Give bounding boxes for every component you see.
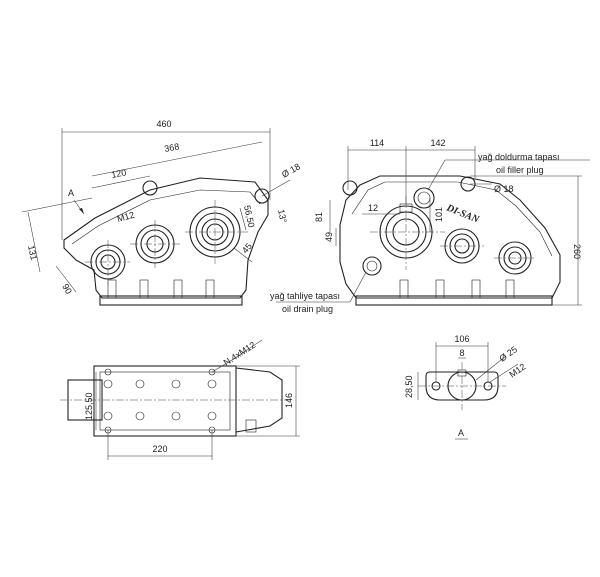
brand-logo: DI-SAN	[444, 202, 481, 226]
drain-label-tr: yağ tahliye tapası	[270, 291, 340, 301]
dim-m12-flange: M12	[507, 361, 527, 379]
drain-plug	[362, 256, 382, 276]
dim-146: 146	[284, 393, 294, 408]
dim-dia18-front: Ø 18	[280, 161, 302, 179]
dim-dia18-side: Ø 18	[494, 184, 514, 194]
front-view: 460 368 120 M12 A 131 90 Ø 18 56,50 13° …	[21, 119, 302, 306]
side-housing-outline	[339, 175, 561, 299]
dim-220: 220	[152, 444, 167, 454]
dim-114: 114	[370, 138, 384, 148]
dim-8: 8	[459, 348, 464, 358]
dim-12: 12	[368, 203, 378, 213]
dim-28-50: 28,50	[404, 375, 414, 398]
dim-56-50: 56,50	[242, 204, 256, 228]
dim-368: 368	[163, 141, 180, 154]
top-housing	[93, 365, 237, 437]
dim-45: 45	[240, 241, 254, 255]
dim-142: 142	[430, 138, 445, 148]
dim-101: 101	[434, 207, 444, 222]
side-view: DI-SAN 114 142 yağ doldurma tapası oil f…	[270, 138, 590, 314]
front-base	[99, 295, 243, 306]
dim-90: 90	[60, 282, 74, 296]
front-lug-left	[142, 180, 158, 196]
dim-dia25: Ø 25	[497, 344, 519, 363]
dim-260: 260	[572, 244, 582, 259]
dim-n4xm12: N.4xM12	[222, 340, 258, 368]
side-base	[355, 295, 553, 306]
front-housing-outline	[63, 177, 269, 299]
flange-view-a: 106 8 Ø 25 M12 28,50 A	[404, 334, 527, 440]
dim-120: 120	[110, 167, 127, 180]
flange-outline	[425, 371, 499, 401]
filler-plug	[413, 187, 435, 209]
filler-label-en: oil filler plug	[496, 165, 544, 175]
front-lug-right	[254, 188, 270, 204]
side-lug-left	[342, 180, 358, 196]
dim-131: 131	[26, 244, 39, 261]
dim-106: 106	[454, 334, 469, 344]
dim-125-50: 125,50	[84, 392, 94, 420]
top-view: N.4xM12 125,50 146 220	[60, 340, 300, 460]
filler-label-tr: yağ doldurma tapası	[478, 152, 560, 162]
drain-label-en: oil drain plug	[282, 304, 333, 314]
dim-m12-front: M12	[116, 210, 136, 224]
dim-49: 49	[324, 232, 334, 242]
view-a-marker: A	[68, 188, 74, 198]
dim-81: 81	[314, 212, 324, 222]
view-a-label: A	[458, 428, 464, 438]
top-output-side	[235, 367, 283, 433]
dim-13deg: 13°	[276, 208, 289, 224]
top-bolt-holes	[103, 368, 217, 434]
dim-460: 460	[156, 119, 171, 129]
